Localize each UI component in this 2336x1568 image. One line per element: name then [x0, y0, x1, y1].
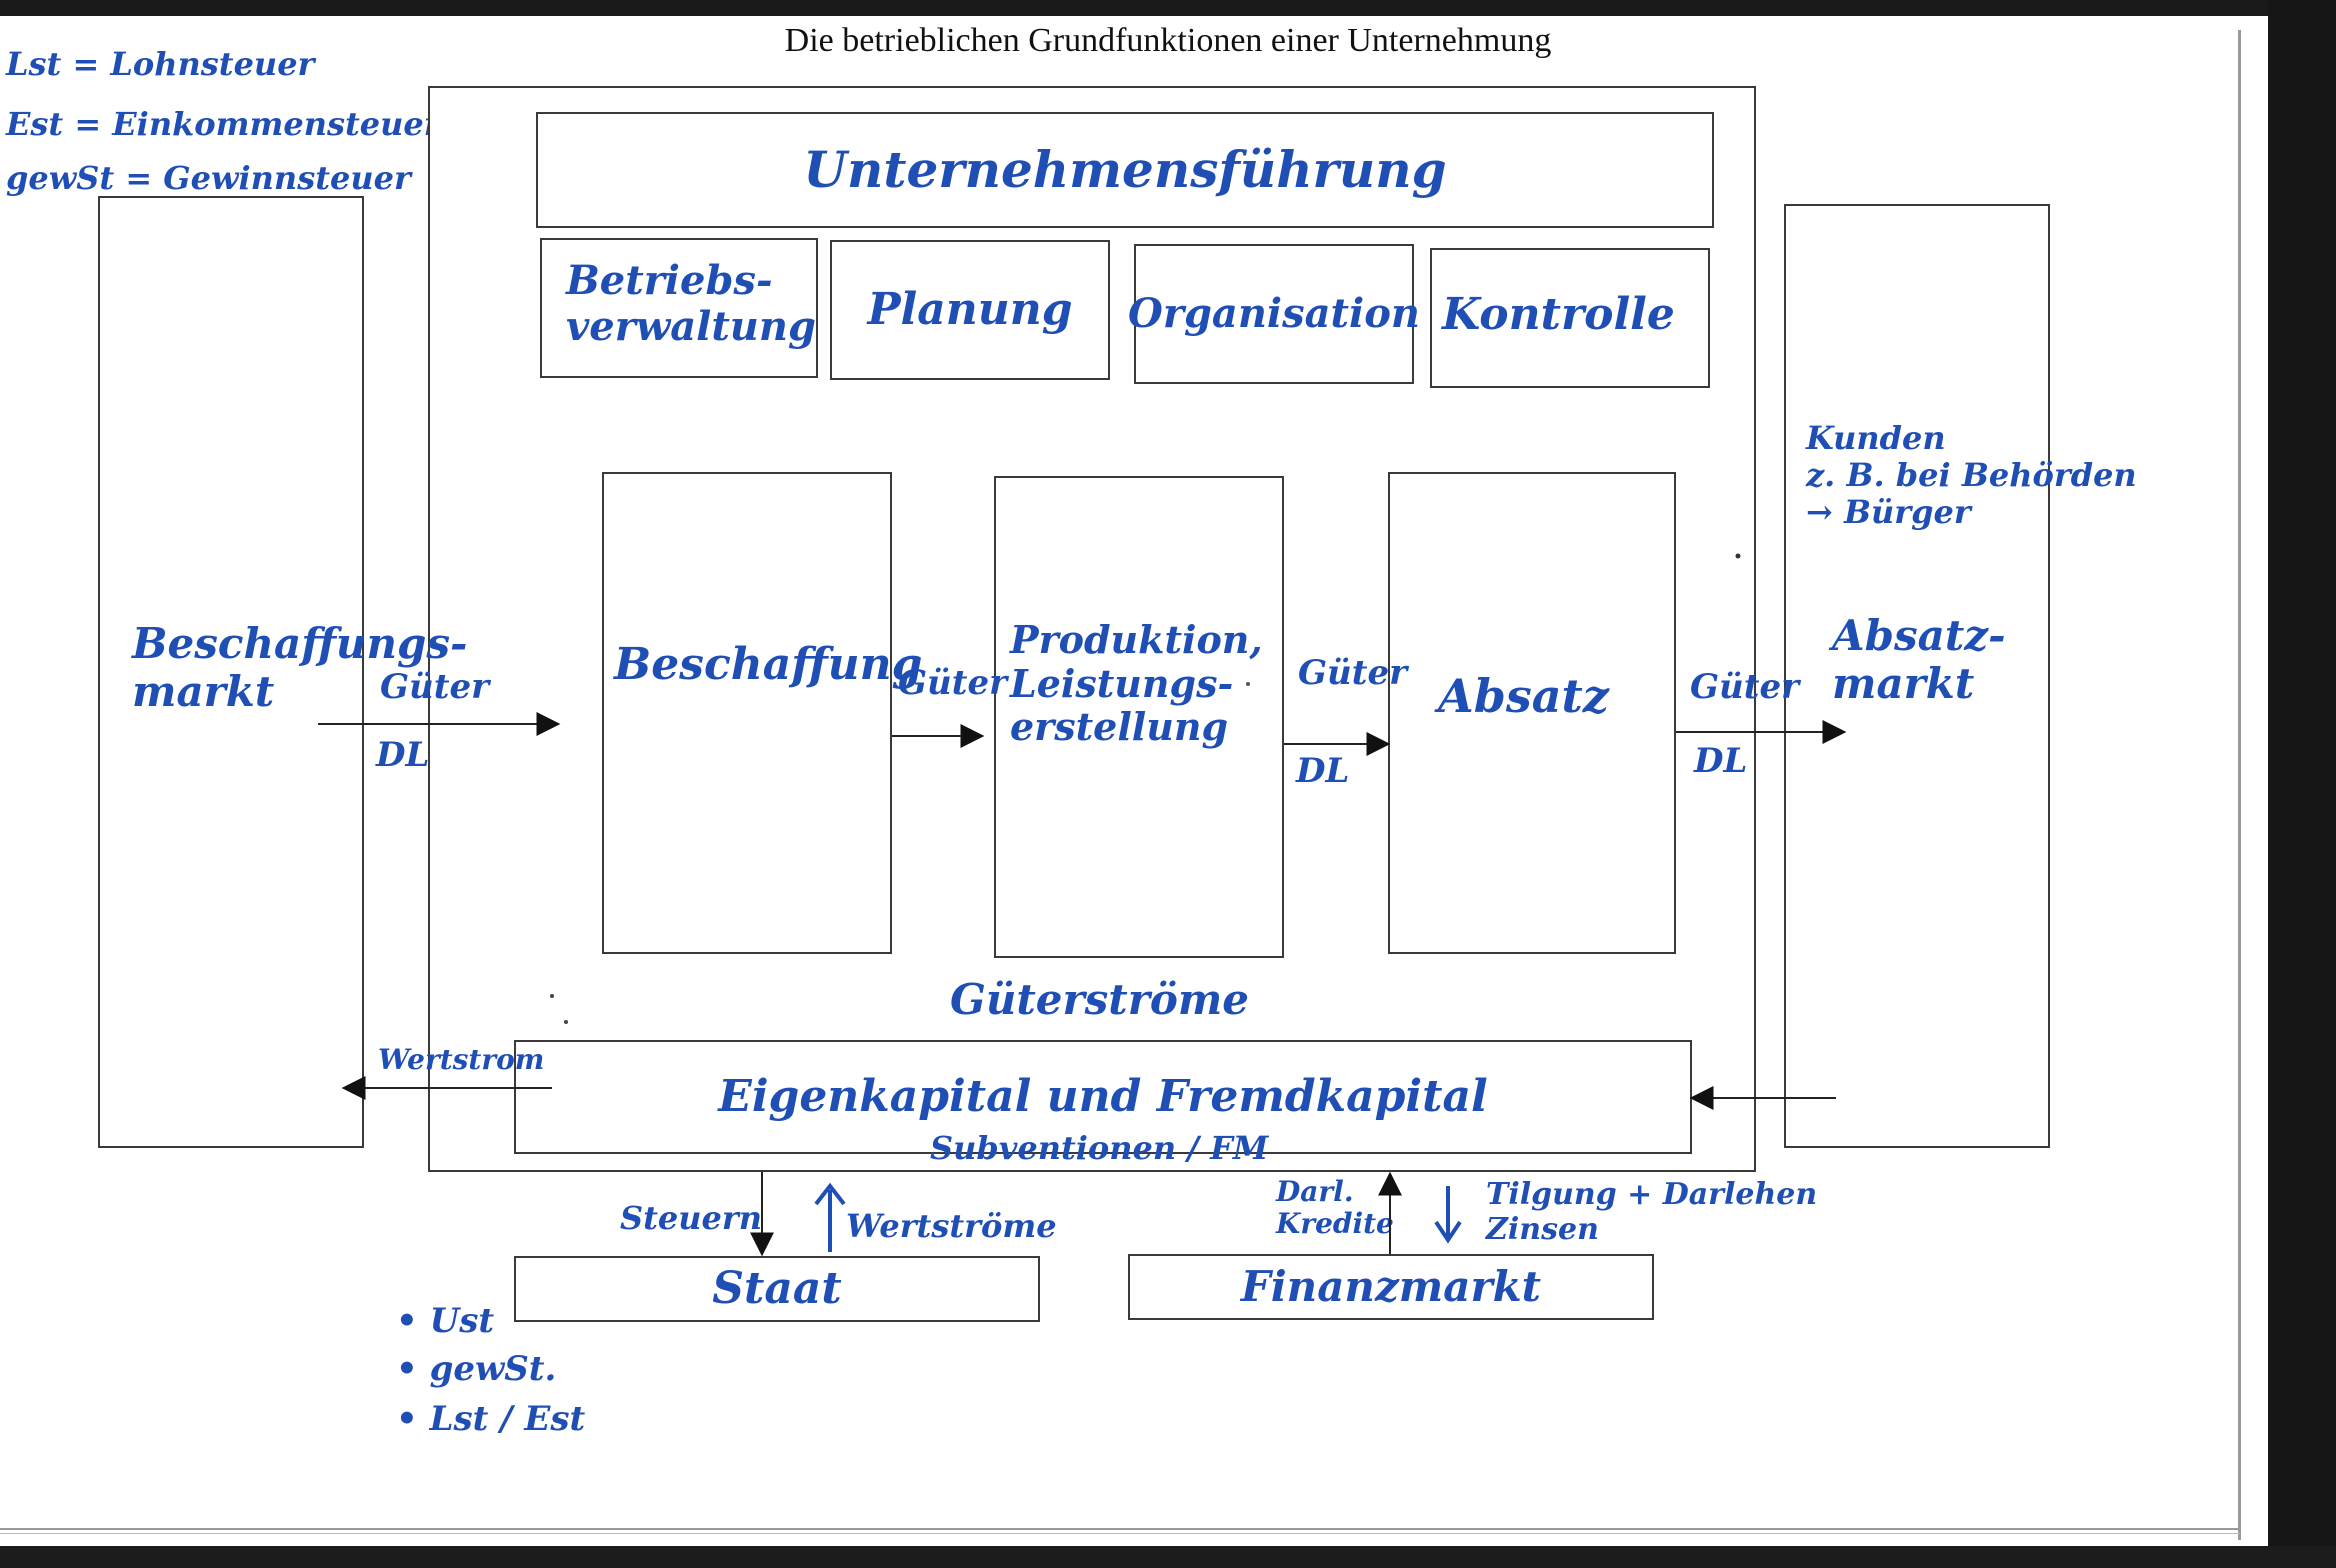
gueterstroeme-label: Güterströme [950, 975, 1250, 1024]
gueter-label-3: Güter [1298, 653, 1408, 693]
gueter-label-1: Güter [380, 667, 490, 707]
staat-box: Staat [514, 1256, 1040, 1322]
organisation-label: Organisation [1128, 290, 1420, 337]
scan-border-bottom [0, 1546, 2336, 1568]
gueter-label-4: Güter [1690, 667, 1800, 707]
planung-box: Planung [830, 240, 1110, 380]
kontrolle-box [1430, 248, 1710, 388]
unternehmensfuehrung-box: Unternehmensführung [536, 112, 1714, 228]
tax-item-ust: • Ust [396, 1301, 495, 1341]
kapital-label: Eigenkapital und Fremdkapital [718, 1070, 1488, 1122]
absatzmarkt-label: Absatz- markt [1832, 611, 2006, 709]
dl-label-1: DL [376, 735, 430, 775]
scan-border-top [0, 0, 2336, 16]
planung-label: Planung [867, 283, 1073, 335]
page-edge-line [2238, 30, 2241, 1540]
beschaffung-box [602, 472, 892, 954]
produktion-box [994, 476, 1284, 958]
abbrev-est: Est = Einkommensteuer [6, 105, 441, 143]
unternehmensfuehrung-label: Unternehmensführung [803, 140, 1447, 200]
beschaffungsmarkt-box [98, 196, 364, 1148]
betriebsverwaltung-box [540, 238, 818, 378]
scan-border-right [2268, 0, 2336, 1568]
wertstroeme-label: Wertströme [846, 1207, 1057, 1245]
wertstrom-label: Wertstrom [378, 1043, 545, 1076]
absatzmarkt-box [1784, 204, 2050, 1148]
kapital-box: Eigenkapital und Fremdkapital [514, 1040, 1692, 1154]
abbrev-gewst: gewSt = Gewinnsteuer [6, 159, 411, 197]
subventionen-label: Subventionen / FM [930, 1129, 1269, 1167]
steuern-label: Steuern [620, 1199, 762, 1237]
page-title: Die betrieblichen Grundfunktionen einer … [784, 22, 1552, 59]
kontrolle-label: Kontrolle [1442, 289, 1675, 340]
dl-label-3: DL [1296, 751, 1350, 791]
page-ruler [0, 1528, 2240, 1534]
darlehen-kredite-label: Darl. Kredite [1276, 1175, 1394, 1241]
finanzmarkt-label: Finanzmarkt [1240, 1261, 1542, 1311]
gueter-label-2: Güter [898, 663, 1008, 703]
organisation-box: Organisation [1128, 244, 1420, 384]
abbrev-lst: Lst = Lohnsteuer [6, 45, 315, 83]
staat-label: Staat [712, 1262, 842, 1314]
tilgung-label: Tilgung + Darlehen Zinsen [1486, 1177, 1818, 1247]
finanzmarkt-box: Finanzmarkt [1128, 1254, 1654, 1320]
tax-item-gewst: • gewSt. [396, 1349, 557, 1389]
kunden-note: Kunden z. B. bei Behörden → Bürger [1806, 419, 2137, 531]
tax-item-lst-est: • Lst / Est [396, 1399, 586, 1439]
betriebsverwaltung-label: Betriebs- verwaltung [566, 257, 816, 350]
dl-label-4: DL [1694, 741, 1748, 781]
beschaffungsmarkt-label: Beschaffungs- markt [132, 619, 468, 717]
absatz-box [1388, 472, 1676, 954]
absatz-label: Absatz [1438, 669, 1609, 723]
produktion-label: Produktion, Leistungs- erstellung [1010, 617, 1263, 750]
beschaffung-label: Beschaffung [614, 639, 923, 690]
